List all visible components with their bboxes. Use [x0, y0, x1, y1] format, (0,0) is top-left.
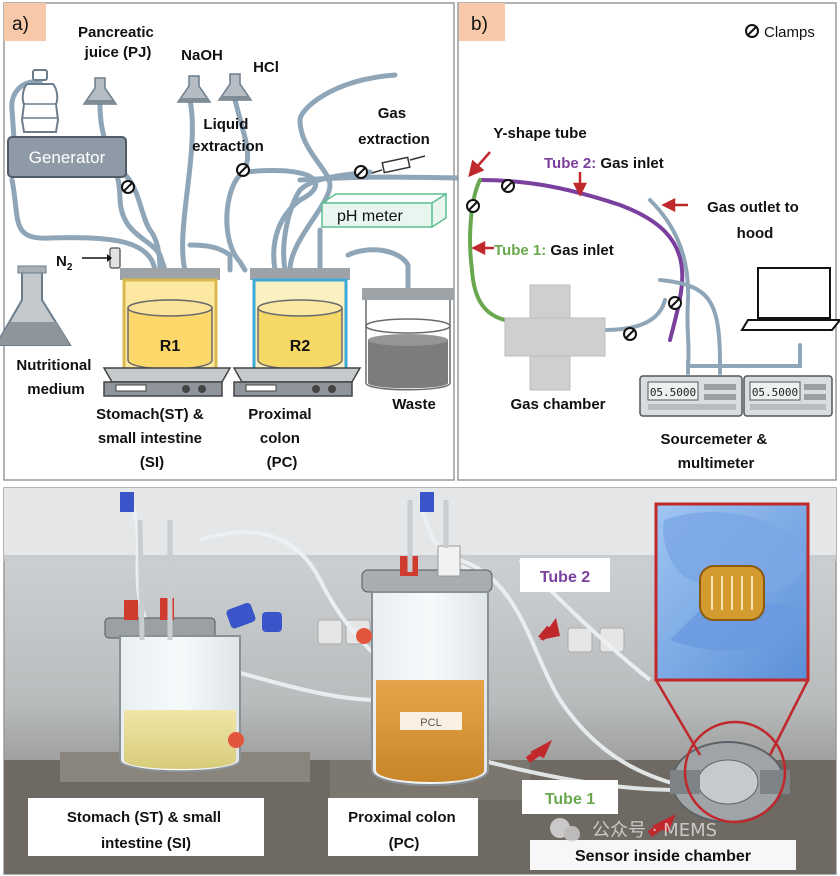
st-si-beaker — [104, 492, 282, 773]
pj-label: Pancreatic juice (PJ) — [78, 24, 158, 61]
hcl-label: HCl — [253, 59, 279, 76]
photo-panel: PCL — [3, 487, 837, 875]
jar-label: PCL — [420, 717, 441, 729]
photo-pc-label-box: Proximal colon (PC) — [328, 798, 478, 856]
multimeter-icon: 05.5000 — [743, 375, 833, 417]
tube2-gas-inlet-label: Tube 2: Gas inlet — [544, 155, 664, 172]
gas-extraction-label: Gas extraction — [358, 105, 430, 148]
photo-st-si-label: Stomach (ST) & small intestine (SI) — [67, 809, 225, 852]
photo-sensor-label: Sensor inside chamber — [575, 848, 751, 865]
generator-label: Generator — [29, 148, 106, 167]
arrow-icon — [538, 618, 560, 641]
clamp-legend-icon — [745, 24, 759, 38]
r1-reactor — [120, 268, 220, 372]
photo-tube2-label-box: Tube 2 — [520, 558, 610, 592]
photo-tube1-label: Tube 1 — [545, 791, 595, 808]
clamp-icon — [121, 180, 135, 194]
pj-flask-icon — [82, 77, 118, 105]
panel-a-tag-bg — [4, 3, 46, 41]
watermark: 公众号 · MEMS — [550, 818, 717, 842]
gas-chamber-shape — [504, 284, 606, 391]
water-bottle-icon — [20, 69, 60, 133]
photo-sensor-label-box: Sensor inside chamber — [530, 840, 796, 870]
sensor-inset — [654, 502, 810, 682]
r1-label: R1 — [160, 338, 181, 355]
generator-box — [7, 136, 127, 178]
clamp-icon — [466, 199, 480, 213]
naoh-flask-icon — [176, 75, 212, 103]
arrow-icon — [661, 197, 688, 213]
sourcemeter-icon: 05.5000 — [639, 375, 743, 417]
r2-reactor — [250, 268, 350, 372]
clamps-legend-label: Clamps — [764, 24, 815, 41]
syringe-icon — [371, 155, 426, 174]
panel-a-tag: a) — [12, 14, 29, 35]
pc-label: Proximal colon (PC) — [248, 406, 316, 471]
photo-st-si-label-box: Stomach (ST) & small intestine (SI) — [28, 798, 264, 856]
r1-stirrer-plate — [102, 367, 232, 397]
photo-tube2-label: Tube 2 — [540, 569, 590, 586]
clamp-icon — [354, 165, 368, 179]
ph-meter-box — [321, 192, 447, 228]
photo-tube1-label-box: Tube 1 — [522, 780, 618, 814]
gas-chamber-label: Gas chamber — [510, 396, 605, 413]
n2-label: N2 — [56, 253, 73, 273]
arrow-icon — [468, 151, 491, 178]
pc-jar: PCL — [228, 492, 493, 786]
medium-label: Nutritional medium — [16, 357, 95, 398]
gas-outlet-label: Gas outlet to hood — [707, 199, 803, 242]
arrow-icon — [525, 740, 552, 763]
tube1-gas-inlet-label: Tube 1: Gas inlet — [494, 242, 614, 259]
waste-container — [362, 288, 454, 391]
laptop-icon — [740, 267, 840, 331]
multimeter-display: 05.5000 — [752, 386, 798, 399]
hcl-flask-icon — [217, 73, 253, 101]
medium-flask-icon — [0, 265, 72, 346]
panel-b-tag: b) — [471, 14, 488, 35]
arrow-icon — [647, 814, 676, 837]
arrow-icon — [471, 240, 494, 256]
clamp-icon — [623, 327, 637, 341]
waste-label: Waste — [392, 396, 436, 413]
sourcemeter-display: 05.5000 — [650, 386, 696, 399]
n2-valve-icon — [82, 247, 121, 269]
panel-b-tag-bg — [459, 3, 505, 41]
sourcemeter-label: Sourcemeter & multimeter — [661, 431, 772, 472]
clamp-icon — [501, 179, 515, 193]
clamp-icon — [668, 296, 682, 310]
inset-connector-lines — [654, 679, 810, 824]
r2-stirrer-plate — [232, 367, 362, 397]
y-shape-tube-label: Y-shape tube — [493, 125, 586, 142]
r2-label: R2 — [290, 338, 311, 355]
photo-pc-label: Proximal colon (PC) — [348, 809, 460, 852]
panel-a: a) Generator — [0, 2, 473, 481]
naoh-label: NaOH — [181, 47, 223, 64]
panel-b: b) Clamps — [457, 2, 840, 481]
watermark-text: 公众号 · MEMS — [592, 820, 717, 841]
st-si-label: Stomach(ST) & small intestine (SI) — [96, 406, 208, 471]
ph-meter-label: pH meter — [337, 208, 403, 225]
clamp-icon — [236, 163, 250, 177]
arrow-icon — [572, 172, 588, 197]
liquid-extraction-label: Liquid extraction — [192, 116, 264, 155]
